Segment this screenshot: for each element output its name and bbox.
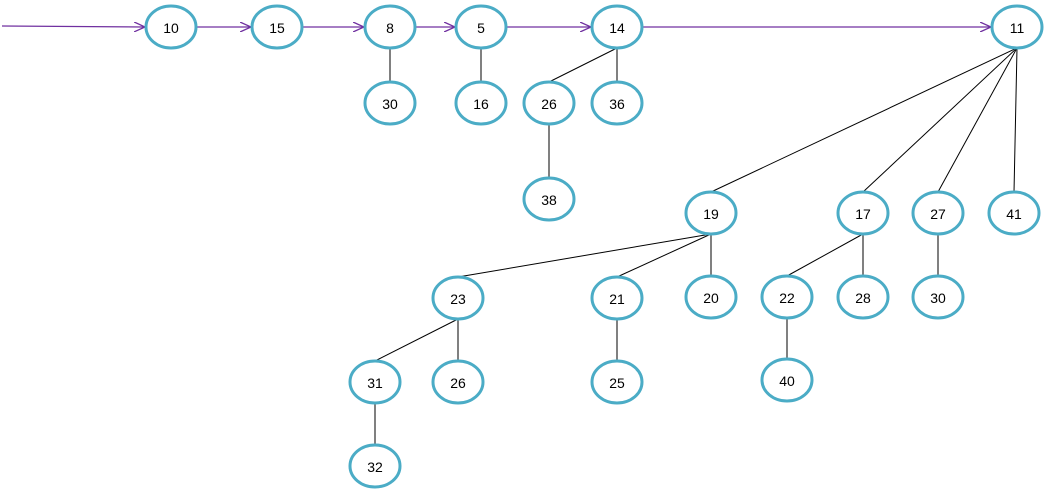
- heap-node-41: 41: [987, 190, 1041, 236]
- node-label: 23: [450, 291, 466, 307]
- heap-node-17: 17: [836, 190, 890, 236]
- node-label: 30: [930, 290, 946, 306]
- node-label: 40: [779, 373, 795, 389]
- node-label: 19: [703, 206, 719, 222]
- heap-node-36: 36: [590, 80, 644, 126]
- heap-node-5: 5: [454, 4, 508, 50]
- node-label: 14: [609, 20, 625, 36]
- edge-11-to-27: [937, 47, 1018, 193]
- node-label: 25: [609, 375, 625, 391]
- node-circle: [522, 176, 576, 222]
- heap-node-21: 21: [590, 275, 644, 321]
- heap-node-20: 20: [684, 274, 738, 320]
- edge-11-to-17: [862, 47, 1018, 193]
- node-label: 22: [779, 290, 795, 306]
- node-label: 10: [163, 20, 179, 36]
- tree-edges: [374, 47, 1018, 445]
- node-label: 41: [1006, 206, 1022, 222]
- node-circle: [431, 275, 485, 321]
- node-circle: [144, 4, 198, 50]
- node-label: 20: [703, 290, 719, 306]
- node-label: 31: [367, 375, 383, 391]
- node-circle: [987, 190, 1041, 236]
- node-label: 36: [609, 96, 625, 112]
- node-circle: [590, 4, 644, 50]
- heap-node-26: 26: [522, 80, 576, 126]
- node-circle: [684, 190, 738, 236]
- node-circle: [760, 274, 814, 320]
- heap-node-27: 27: [911, 190, 965, 236]
- node-circle: [454, 4, 508, 50]
- heap-node-10: 10: [144, 4, 198, 50]
- node-circle: [684, 274, 738, 320]
- heap-node-16: 16: [454, 80, 508, 126]
- heap-node-28: 28: [836, 274, 890, 320]
- node-circle: [590, 359, 644, 405]
- edge-19-to-21: [616, 233, 712, 278]
- node-circle: [590, 275, 644, 321]
- node-circle: [911, 190, 965, 236]
- edge-11-to-19: [710, 47, 1018, 193]
- edge-23-to-31: [374, 318, 459, 362]
- heap-node-23: 23: [431, 275, 485, 321]
- node-circle: [522, 80, 576, 126]
- node-label: 28: [855, 290, 871, 306]
- heap-node-31: 31: [348, 359, 402, 405]
- node-circle: [348, 443, 402, 489]
- node-label: 15: [269, 20, 285, 36]
- heap-node-19: 19: [684, 190, 738, 236]
- heap-node-14: 14: [590, 4, 644, 50]
- node-circle: [836, 190, 890, 236]
- node-label: 38: [541, 192, 557, 208]
- heap-node-38: 38: [522, 176, 576, 222]
- node-circle: [348, 359, 402, 405]
- heap-node-11: 11: [990, 4, 1044, 50]
- node-label: 8: [386, 20, 394, 36]
- edge-11-to-41: [1013, 47, 1018, 193]
- root-list-arrow-head-to-10: [1, 26, 145, 27]
- heap-nodes: 10 15 8 5 14 11 30 16 26 36 38 19 17 27 41 23 21 20 22 28 30…: [144, 4, 1044, 489]
- node-circle: [431, 359, 485, 405]
- node-label: 16: [473, 96, 489, 112]
- edge-17-to-22: [786, 233, 864, 277]
- heap-node-30: 30: [363, 80, 417, 126]
- node-circle: [250, 4, 304, 50]
- edge-14-to-26: [548, 47, 618, 83]
- node-circle: [454, 80, 508, 126]
- heap-node-22: 22: [760, 274, 814, 320]
- node-label: 26: [541, 96, 557, 112]
- node-label: 32: [367, 459, 383, 475]
- node-circle: [911, 274, 965, 320]
- node-label: 30: [382, 96, 398, 112]
- node-circle: [590, 80, 644, 126]
- node-circle: [760, 357, 814, 403]
- node-circle: [836, 274, 890, 320]
- heap-node-30: 30: [911, 274, 965, 320]
- node-circle: [363, 80, 417, 126]
- node-label: 21: [609, 291, 625, 307]
- heap-node-32: 32: [348, 443, 402, 489]
- heap-node-8: 8: [363, 4, 417, 50]
- node-label: 5: [477, 20, 485, 36]
- node-label: 11: [1010, 20, 1025, 36]
- node-label: 17: [855, 206, 871, 222]
- heap-node-40: 40: [760, 357, 814, 403]
- edge-19-to-23: [457, 233, 712, 278]
- node-label: 26: [450, 375, 466, 391]
- root-list-links: [1, 26, 991, 27]
- heap-node-15: 15: [250, 4, 304, 50]
- heap-node-25: 25: [590, 359, 644, 405]
- heap-node-26: 26: [431, 359, 485, 405]
- node-label: 27: [930, 206, 946, 222]
- node-circle: [363, 4, 417, 50]
- node-circle: [990, 4, 1044, 50]
